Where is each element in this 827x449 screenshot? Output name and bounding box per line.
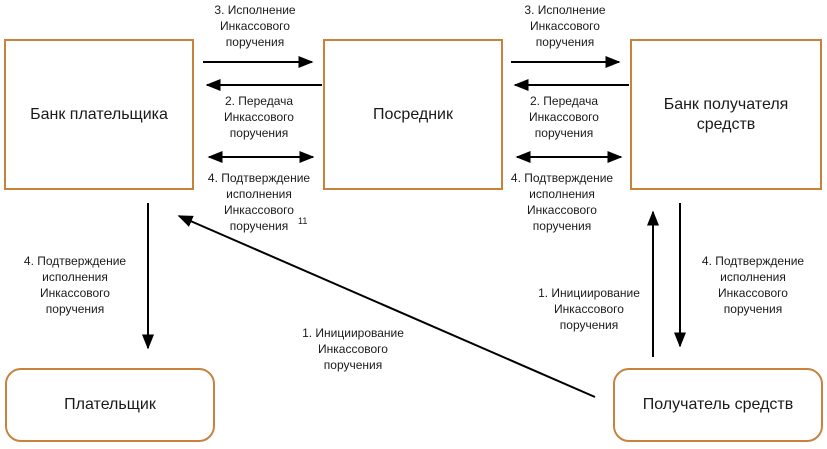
node-payer: Плательщик: [5, 368, 215, 442]
label-confirm-mid-right: 4. Подтверждение исполнения Инкассового …: [510, 171, 614, 233]
label-confirm-to-payer: 4. Подтверждение исполнения Инкассового …: [23, 254, 127, 316]
node-payee-bank: Банк получателя средств: [630, 39, 822, 190]
label-confirm-to-payee: 4. Подтверждение исполнения Инкассового …: [701, 254, 805, 316]
node-payee-bank-label: Банк получателя средств: [663, 95, 789, 133]
label-confirm-mid-left: 4. Подтверждение исполнения Инкассового …: [207, 171, 311, 233]
node-intermediary: Посредник: [323, 39, 503, 190]
label-initiation-right: 1. Инициирование Инкассового поручения: [538, 286, 640, 332]
label-initiation-center: 1. Инициирование Инкассового поручения: [302, 326, 404, 372]
node-payer-bank: Банк плательщика: [4, 39, 194, 190]
label-transfer-left: 2. Передача Инкассового поручения: [224, 94, 294, 140]
label-confirm-mid-left-superscript: 11: [298, 216, 308, 226]
label-execution-left: 3. Исполнение Инкассового поручения: [214, 3, 296, 49]
label-transfer-right: 2. Передача Инкассового поручения: [529, 94, 599, 140]
node-payee: Получатель средств: [613, 368, 823, 442]
node-intermediary-label: Посредник: [373, 105, 453, 123]
arrow-initiation-diagonal: [177, 215, 596, 398]
node-payee-label: Получатель средств: [642, 396, 794, 413]
node-payer-label: Плательщик: [64, 396, 156, 413]
label-execution-right: 3. Исполнение Инкассового поручения: [524, 3, 606, 49]
node-payer-bank-label: Банк плательщика: [30, 105, 168, 123]
